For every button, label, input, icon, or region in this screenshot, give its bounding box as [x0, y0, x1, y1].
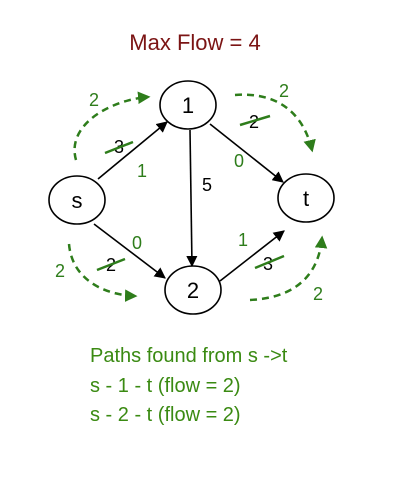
node-1: 1 [159, 80, 217, 130]
edge-s-2-flow: 0 [132, 233, 142, 253]
node-s: s [48, 175, 106, 225]
edge-1-2 [186, 129, 198, 268]
edge-1-2-capacity: 5 [202, 175, 212, 195]
flow-arrow-s-1-label: 2 [89, 90, 99, 110]
node-s-label: s [72, 188, 83, 213]
node-2: 2 [164, 265, 222, 315]
edge-1-t-flow: 0 [234, 151, 244, 171]
strikethrough-1-t [239, 114, 271, 127]
paths-heading: Paths found from s ->t [90, 345, 288, 367]
edge-2-t [219, 230, 285, 282]
node-t: t [277, 173, 335, 223]
edge-s-2 [93, 223, 166, 279]
flow-arrow-s-1 [73, 91, 151, 161]
path-line-2: s - 2 - t (flow = 2) [90, 404, 241, 426]
edge-1-t [209, 123, 284, 183]
node-1-label: 1 [182, 93, 194, 118]
path-line-1: s - 1 - t (flow = 2) [90, 375, 241, 397]
flow-arrow-1-t-label: 2 [279, 81, 289, 101]
node-t-label: t [303, 186, 309, 211]
edge-2-t-flow: 1 [238, 230, 248, 250]
max-flow-title: Max Flow = 4 [129, 30, 260, 55]
edge-s-1-flow: 1 [137, 161, 147, 181]
flow-arrow-1-t [234, 93, 316, 153]
node-2-label: 2 [187, 278, 199, 303]
edge-2-t-old-capacity: 3 [263, 254, 273, 274]
flow-arrow-s-2-label: 2 [55, 261, 65, 281]
flow-arrow-s-2 [67, 243, 138, 302]
flow-arrow-2-t [249, 235, 328, 302]
strikethrough-2-t [254, 254, 285, 270]
strikethrough-s-1 [104, 140, 134, 155]
flow-arrow-2-t-label: 2 [313, 284, 323, 304]
edge-s-1 [97, 121, 168, 180]
strikethrough-s-2 [96, 257, 126, 272]
